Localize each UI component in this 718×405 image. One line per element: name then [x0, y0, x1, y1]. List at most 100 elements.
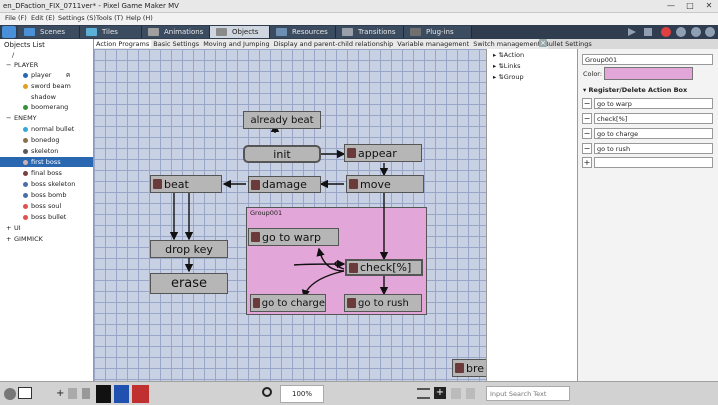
palette-group[interactable]: ▸ ⇅Group — [493, 73, 524, 81]
info-icon[interactable] — [705, 27, 715, 37]
tree-label: boss bullet — [31, 213, 67, 221]
settings-icon[interactable] — [691, 27, 701, 37]
tree-folder[interactable]: +GIMMICK — [6, 235, 43, 243]
tree-label: sword beam — [31, 82, 71, 90]
group-color-swatch[interactable] — [604, 67, 693, 80]
tab-label: Transitions — [358, 28, 396, 36]
tree-item[interactable]: skeleton — [0, 146, 93, 156]
copy-icon[interactable] — [451, 388, 461, 399]
subtab-variables[interactable]: Variable management — [397, 40, 470, 48]
menu-help[interactable]: Help (H) — [126, 14, 153, 22]
paint-icon[interactable] — [132, 385, 149, 403]
action-node-beat[interactable]: beat — [150, 175, 222, 193]
plugins-icon — [410, 28, 421, 36]
node-label: move — [360, 177, 391, 191]
subtab-action-programs[interactable]: Action Programs — [94, 40, 152, 48]
close-tab-icon[interactable]: × — [539, 39, 547, 47]
tab-transitions[interactable]: Transitions — [336, 26, 404, 38]
action-node-go-to-rush[interactable]: go to rush — [344, 294, 422, 312]
magnet-icon[interactable] — [96, 385, 111, 403]
action-box-field[interactable]: go to charge — [594, 128, 713, 139]
tree-item[interactable]: normal bullet — [0, 124, 93, 134]
zoom-icon[interactable] — [262, 387, 272, 397]
tree-folder[interactable]: −PLAYER — [6, 61, 39, 69]
tree-folder[interactable]: −ENEMY — [6, 114, 37, 122]
tab-tiles[interactable]: Tiles — [80, 26, 142, 38]
remove-row-button[interactable]: − — [582, 143, 592, 154]
action-node-erase[interactable]: erase — [150, 273, 228, 294]
maximize-button[interactable]: □ — [686, 1, 694, 10]
action-box-field[interactable]: go to rush — [594, 143, 713, 154]
action-node-go-to-charge[interactable]: go to charge — [250, 294, 326, 312]
tree-item[interactable]: sword beam — [0, 81, 93, 91]
folder-icon[interactable] — [68, 388, 77, 399]
delete-icon[interactable] — [82, 388, 90, 399]
palette-links[interactable]: ▸ ⇅Links — [493, 62, 521, 70]
tree-folder[interactable]: +UI — [6, 224, 21, 232]
action-node-move[interactable]: move — [346, 175, 424, 193]
remove-row-button[interactable]: − — [582, 113, 592, 124]
remove-row-button[interactable]: − — [582, 98, 592, 109]
action-node-init[interactable]: init — [243, 145, 321, 163]
subtab-basic-settings[interactable]: Basic Settings — [153, 40, 200, 48]
tree-item[interactable]: boss skeleton — [0, 179, 93, 189]
tree-item[interactable]: boss soul — [0, 201, 93, 211]
tab-animations[interactable]: Animations — [142, 26, 210, 38]
minimize-button[interactable]: — — [667, 1, 675, 10]
tree-label: first boss — [31, 158, 61, 166]
list-icon[interactable] — [417, 388, 430, 399]
zoom-level-field[interactable]: 100% — [280, 385, 324, 403]
subtab-moving-jumping[interactable]: Moving and Jumping — [203, 40, 270, 48]
action-box-field[interactable]: go to warp — [594, 98, 713, 109]
group-name-field[interactable]: Group001 — [582, 54, 713, 65]
add-action-icon[interactable]: + — [434, 387, 446, 399]
subtab-display[interactable]: Display and parent-child relationship — [273, 40, 394, 48]
subtab-switches[interactable]: Switch management — [473, 40, 541, 48]
menu-settings[interactable]: Settings (S) — [58, 14, 96, 22]
action-node-already-beat[interactable]: already beat — [243, 111, 321, 129]
record-icon[interactable] — [661, 27, 671, 37]
tab-resources[interactable]: Resources — [270, 26, 336, 38]
menu-edit[interactable]: Edit (E) — [31, 14, 55, 22]
tree-item-selected[interactable]: first boss — [0, 157, 93, 167]
menu-tools[interactable]: Tools (T) — [96, 14, 124, 22]
menu-file[interactable]: File (F) — [5, 14, 27, 22]
window-icon[interactable] — [18, 387, 32, 399]
grid-icon[interactable] — [114, 385, 129, 403]
tree-item[interactable]: boss bomb — [0, 190, 93, 200]
remove-row-button[interactable]: − — [582, 128, 592, 139]
tree-item[interactable]: bonedog — [0, 135, 93, 145]
action-node-drop-key[interactable]: drop key — [150, 240, 228, 258]
action-box-field[interactable]: check[%] — [594, 113, 713, 124]
tree-item[interactable]: boomerang — [0, 102, 93, 112]
action-node-go-to-warp[interactable]: go to warp — [248, 228, 339, 246]
tree-item[interactable]: shadow — [0, 92, 93, 102]
tab-scenes[interactable]: Scenes — [18, 26, 80, 38]
tab-plugins[interactable]: Plug-ins — [404, 26, 472, 38]
tab-objects[interactable]: Objects — [210, 26, 270, 38]
action-node-icon — [347, 148, 356, 158]
action-node-check[interactable]: check[%] — [345, 259, 423, 276]
subtab-bullet-settings[interactable]: Bullet Settings — [544, 40, 592, 48]
play-icon[interactable] — [628, 28, 636, 36]
action-program-canvas[interactable]: Group001 already beat init appear beat d… — [94, 49, 486, 381]
action-node-appear[interactable]: appear — [344, 144, 422, 162]
add-row-button[interactable]: + — [582, 157, 592, 168]
action-node-break[interactable]: bre — [452, 359, 486, 377]
trash-icon[interactable] — [466, 388, 475, 399]
search-input[interactable] — [486, 386, 570, 401]
tree-root[interactable]: / — [12, 51, 15, 59]
stop-icon[interactable] — [644, 28, 652, 36]
tree-item[interactable]: boss bullet — [0, 212, 93, 222]
action-node-damage[interactable]: damage — [248, 176, 321, 193]
close-button[interactable]: ✕ — [705, 1, 713, 10]
add-object-icon[interactable]: + — [56, 388, 65, 399]
debug-icon[interactable] — [676, 27, 686, 37]
object-icon — [23, 84, 28, 89]
action-box-field[interactable] — [594, 157, 713, 168]
settings-icon[interactable] — [4, 388, 16, 400]
tree-item[interactable]: final boss — [0, 168, 93, 178]
palette-action[interactable]: ▸ ⇅Action — [493, 51, 525, 59]
